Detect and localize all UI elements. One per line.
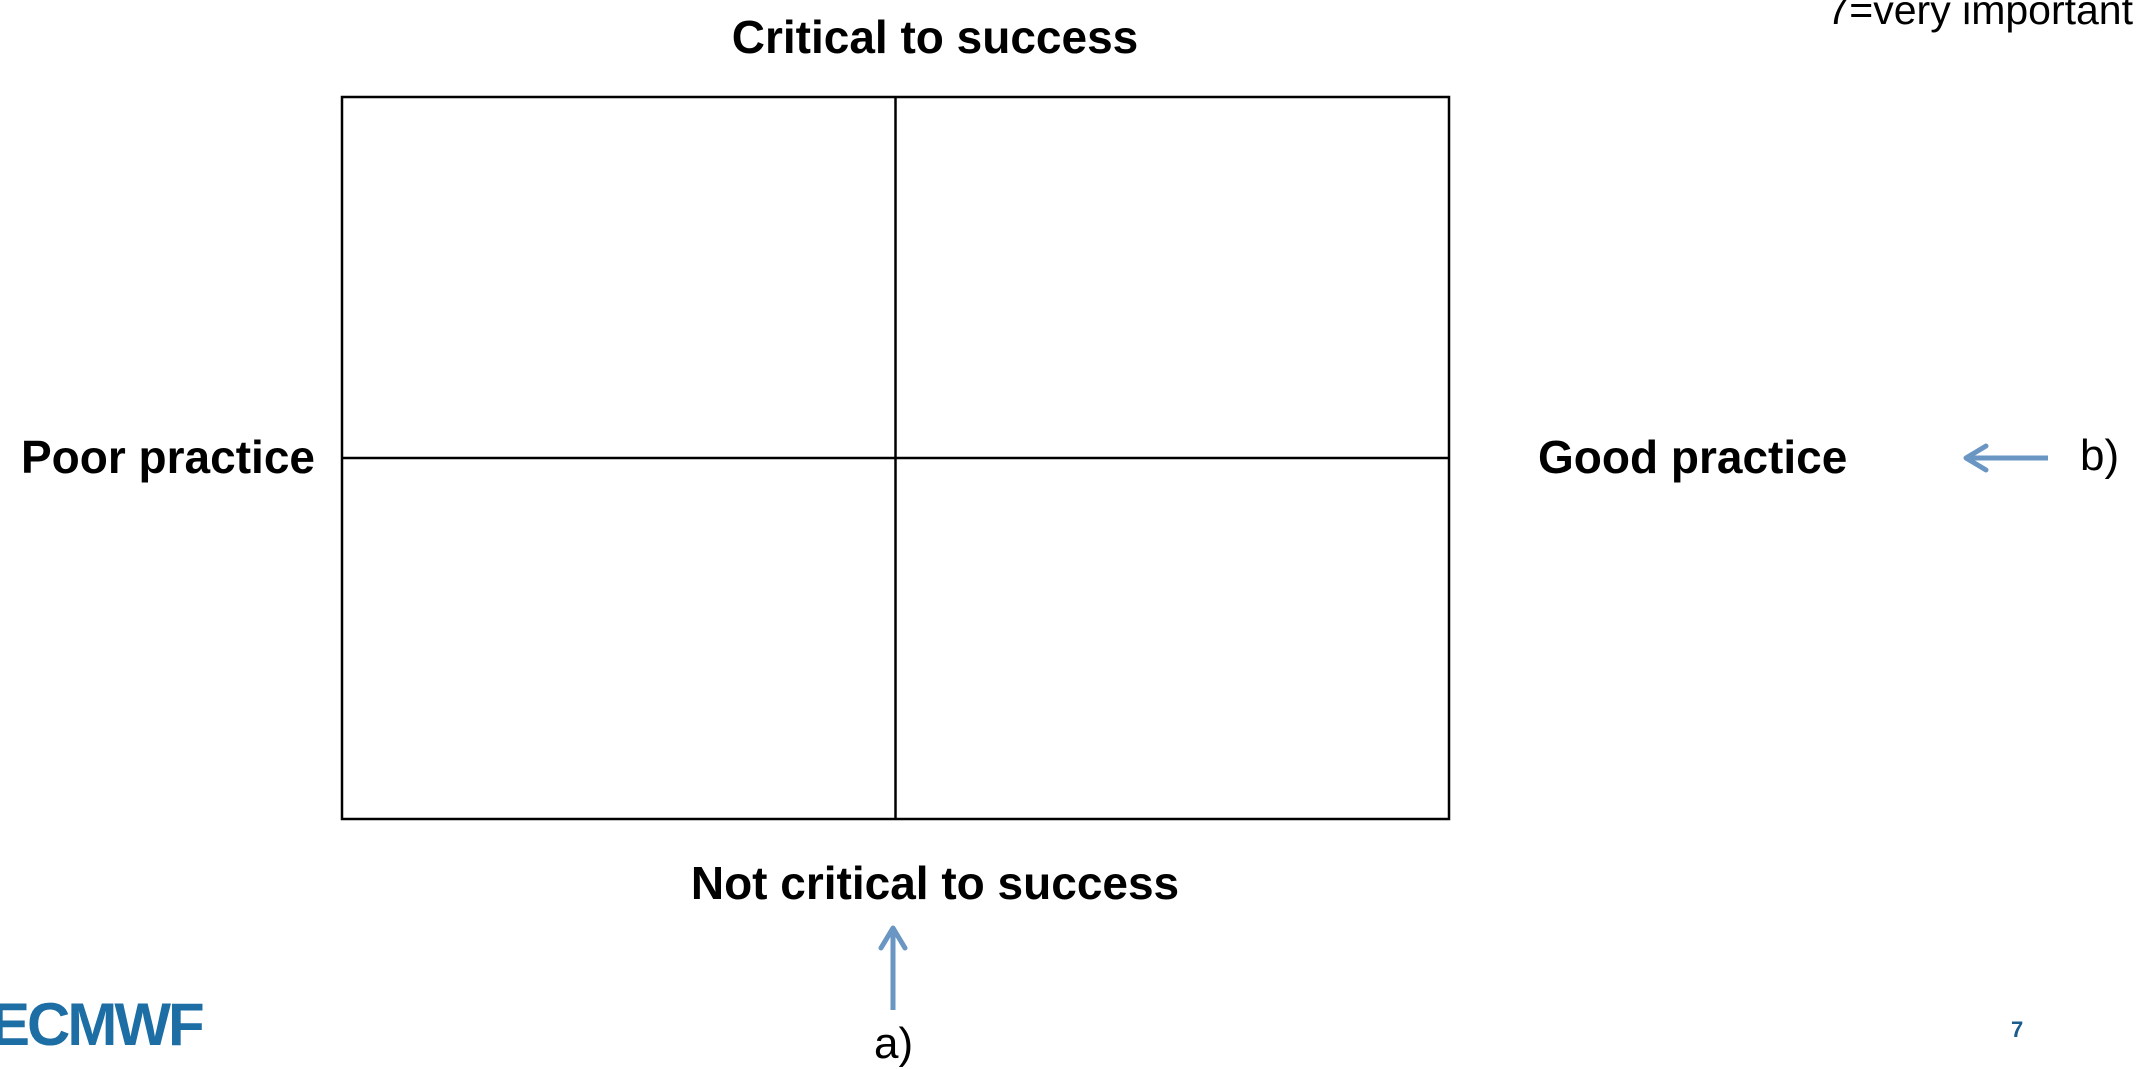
scale-note: 7=very important <box>1826 0 2134 33</box>
axis-label-bottom: Not critical to success <box>690 857 1180 909</box>
axis-label-right: Good practice <box>1538 431 1848 483</box>
ecmwf-logo: ECMWF <box>0 991 205 1058</box>
page-number: 7 <box>2011 1017 2024 1042</box>
arrow-a-icon <box>878 925 908 1010</box>
axis-label-left: Poor practice <box>21 431 315 483</box>
axis-label-top: Critical to success <box>731 11 1139 63</box>
annotation-b: b) <box>2080 431 2120 480</box>
annotation-a: a) <box>874 1019 914 1068</box>
arrow-b-icon <box>1963 443 2048 473</box>
